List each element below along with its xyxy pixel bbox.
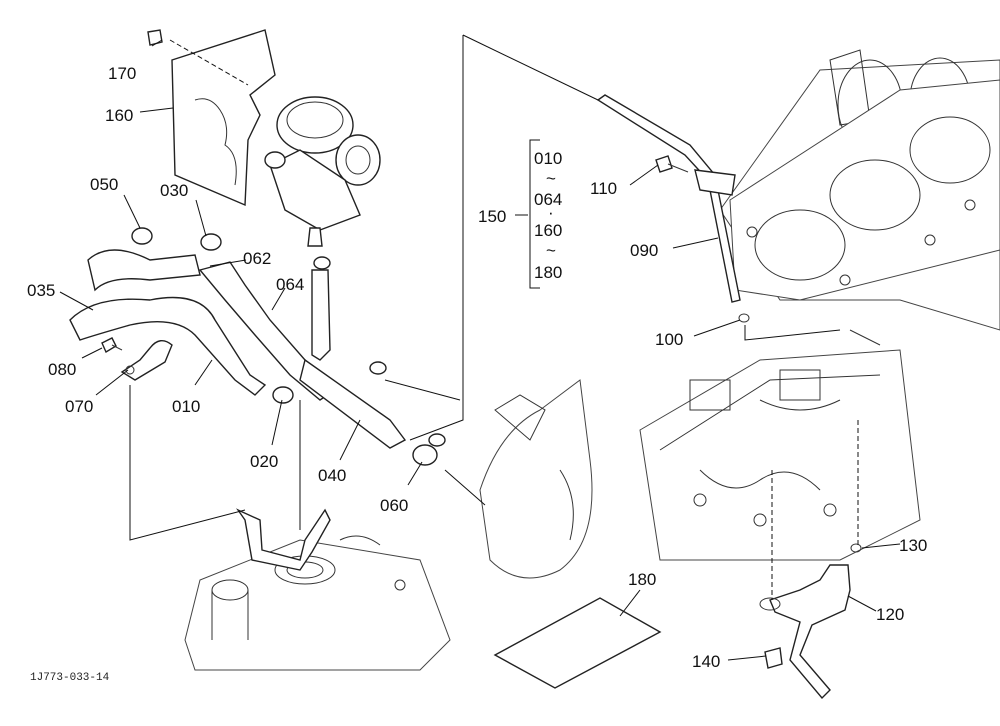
callout-060: 060 (380, 496, 408, 515)
kit-range1-start: 010 (534, 149, 562, 168)
callout-040: 040 (318, 466, 346, 485)
callout-070: 070 (65, 397, 93, 416)
dipstick-guide (596, 94, 741, 303)
callout-030: 030 (160, 181, 188, 200)
callout-020: 020 (250, 452, 278, 471)
intake-manifold (184, 535, 451, 671)
clamp-050 (131, 227, 153, 245)
bolt-170 (147, 29, 163, 46)
kit-dot: · (548, 203, 554, 222)
pipe-040 (299, 358, 407, 449)
hose-035 (87, 249, 201, 292)
callout-160: 160 (105, 106, 133, 125)
hose-010 (69, 296, 267, 396)
drawing-code: 1J773-033-14 (30, 672, 110, 684)
clamp-060 (412, 433, 446, 466)
callout-035: 035 (27, 281, 55, 300)
callout-090: 090 (630, 241, 658, 260)
leader-lines (59, 34, 901, 661)
oil-pipe (769, 564, 851, 700)
clamp-bracket (120, 340, 173, 381)
kit-group-list: 010 ~ 064 · 160 ~ 180 (534, 149, 562, 282)
air-duct (479, 379, 593, 579)
callout-130: 130 (899, 536, 927, 555)
oring-100 (738, 313, 750, 323)
callout-labels: 170 160 050 030 062 035 064 080 070 010 … (27, 64, 927, 671)
callout-140: 140 (692, 652, 720, 671)
kit-range1-end: 064 (534, 190, 562, 209)
callout-100: 100 (655, 330, 683, 349)
gasket-sheet (493, 597, 662, 689)
bolt-080 (101, 337, 123, 354)
callout-110: 110 (590, 179, 617, 198)
valve-assembly (264, 96, 381, 247)
kit-tilde2: ~ (546, 241, 556, 260)
kit-tilde1: ~ (546, 169, 556, 188)
callout-064: 064 (276, 275, 304, 294)
callout-010: 010 (172, 397, 200, 416)
callout-150: 150 (478, 207, 506, 226)
kit-range2-start: 160 (534, 221, 562, 240)
bolt-110 (655, 155, 689, 173)
callout-080: 080 (48, 360, 76, 379)
pipe-bracket (235, 508, 331, 571)
callout-050: 050 (90, 175, 118, 194)
callout-180: 180 (628, 570, 656, 589)
bolt-140 (764, 647, 783, 669)
small-pipe (311, 269, 331, 361)
callout-170: 170 (108, 64, 136, 83)
callout-120: 120 (876, 605, 904, 624)
callout-062: 062 (243, 249, 271, 268)
guide-bracket (694, 169, 736, 196)
clamp-020 (272, 386, 294, 404)
cylinder-block (639, 329, 921, 561)
clamp-030 (200, 233, 222, 251)
oring-130 (850, 543, 862, 553)
kit-range2-end: 180 (534, 263, 562, 282)
clamp-upper (313, 256, 387, 375)
